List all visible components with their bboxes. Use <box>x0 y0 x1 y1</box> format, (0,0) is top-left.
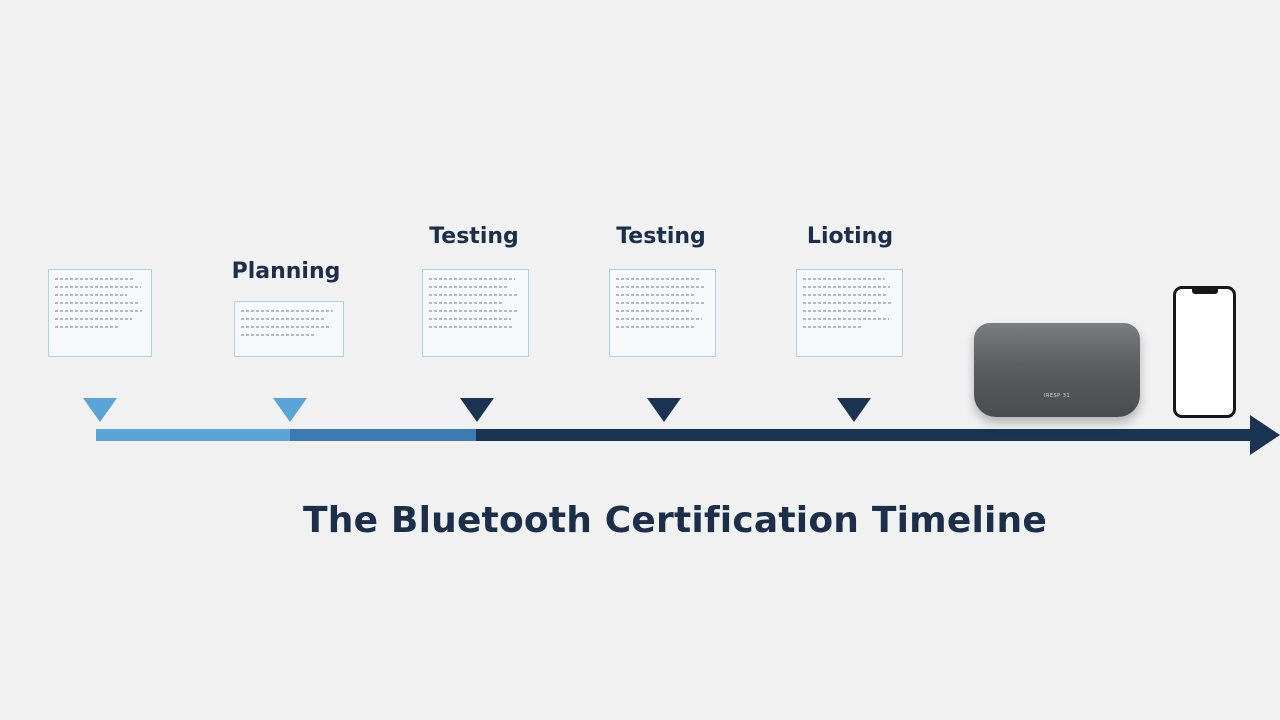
timeline-axis-middle-segment <box>290 429 476 441</box>
diagram-title: The Bluetooth Certification Timeline <box>303 500 1047 541</box>
phase-label-planning: Planning <box>231 259 341 284</box>
timeline-marker-4 <box>647 398 681 422</box>
phase-note-card-5 <box>796 269 903 357</box>
phone-notch <box>1192 289 1218 294</box>
phase-label-testing-1: Testing <box>429 224 519 249</box>
phase-note-card-2 <box>234 301 344 357</box>
smartphone-icon <box>1173 286 1236 418</box>
router-icon: IRESP 31 <box>974 323 1140 417</box>
timeline-marker-5 <box>837 398 871 422</box>
phase-label-testing-2: Testing <box>616 224 706 249</box>
phase-note-card-3 <box>422 269 529 357</box>
timeline-marker-2 <box>273 398 307 422</box>
timeline-axis <box>96 429 1258 441</box>
phase-label-lioting: Lioting <box>806 224 894 249</box>
arrowhead-icon <box>1250 415 1280 455</box>
phase-note-card-1 <box>48 269 152 357</box>
phase-note-card-4 <box>609 269 716 357</box>
timeline-axis-start-segment <box>96 429 290 441</box>
router-label: IRESP 31 <box>1043 393 1071 399</box>
timeline-marker-1 <box>83 398 117 422</box>
timeline-axis-end-segment <box>476 429 1258 441</box>
timeline-marker-3 <box>460 398 494 422</box>
